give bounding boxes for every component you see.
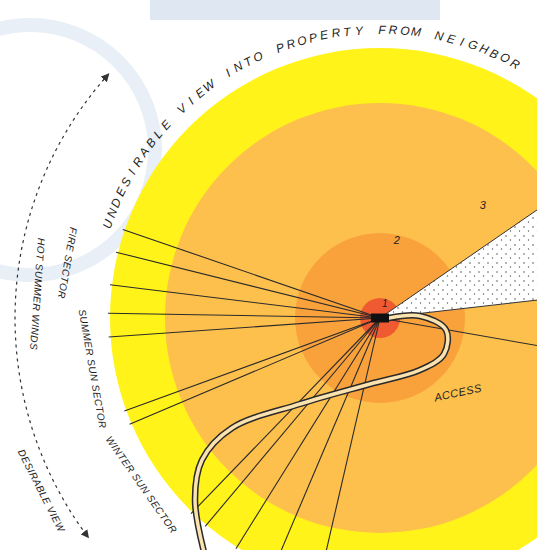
sector-label: SUMMER SUN SECTOR (77, 308, 108, 429)
arc-letter (168, 111, 179, 122)
sector-label: WINTER SUN SECTOR (103, 435, 178, 536)
view-label: DESIRABLE VIEW (16, 447, 66, 533)
wedge-stipple (380, 148, 537, 318)
arc-letter: R (389, 24, 398, 36)
arc-letter (425, 28, 430, 40)
arc-letter: U (101, 218, 115, 230)
zone-number: 2 (394, 235, 401, 246)
arc-letter: I (223, 67, 232, 79)
sector-label: FIRE SECTOR (56, 226, 78, 299)
arc-letter: N (434, 29, 445, 43)
arc-letter: G (466, 38, 479, 52)
zone-number: 1 (382, 299, 388, 309)
arc-letter (265, 46, 273, 58)
top-band (150, 0, 440, 20)
arc-letter: P (274, 41, 286, 55)
arc-letter: O (296, 34, 308, 48)
arc-letter: I (458, 36, 465, 48)
arc-letter: L (152, 128, 166, 141)
road-surface (195, 315, 448, 550)
sector-lines (108, 229, 537, 550)
arc-letter: N (231, 60, 244, 75)
house (371, 314, 389, 323)
arc-letter: I (126, 167, 138, 176)
arc-letter: E (319, 29, 329, 42)
access-road (195, 315, 448, 550)
arc-letter: I (186, 95, 196, 106)
arc-letter: H (477, 42, 489, 56)
arc-letter: S (119, 175, 133, 188)
arc-letter: R (509, 56, 522, 71)
arc-letter: Y (354, 24, 363, 37)
arc-letter: R (285, 37, 297, 51)
arc-letter: E (159, 118, 173, 132)
arc-letter: O (400, 25, 410, 38)
zone-two (295, 233, 465, 403)
arc-letter: R (131, 155, 146, 169)
view-arc (15, 74, 109, 538)
arc-letter: N (105, 207, 119, 219)
arc-letter: O (252, 49, 266, 64)
zone-number: 3 (480, 200, 487, 211)
road-edge (195, 315, 448, 550)
arc-letter: M (411, 26, 422, 39)
arc-letter: F (378, 24, 385, 36)
access-label: ACCESS (433, 383, 482, 404)
arc-letter: T (343, 25, 352, 38)
sector-label: HOT SUMMER WINDS (28, 238, 46, 351)
view-arc-label: UNDESIRABLE VIEW INTO PROPERTY FROM NEIG… (100, 22, 524, 232)
arc-letter: V (175, 102, 189, 116)
excluded-wedge (380, 148, 537, 318)
arc-letter: E (114, 186, 128, 198)
arc-letter: R (331, 27, 341, 40)
arc-letter: P (308, 31, 319, 45)
arc-letter (368, 24, 372, 36)
arc-letter: E (445, 32, 456, 46)
